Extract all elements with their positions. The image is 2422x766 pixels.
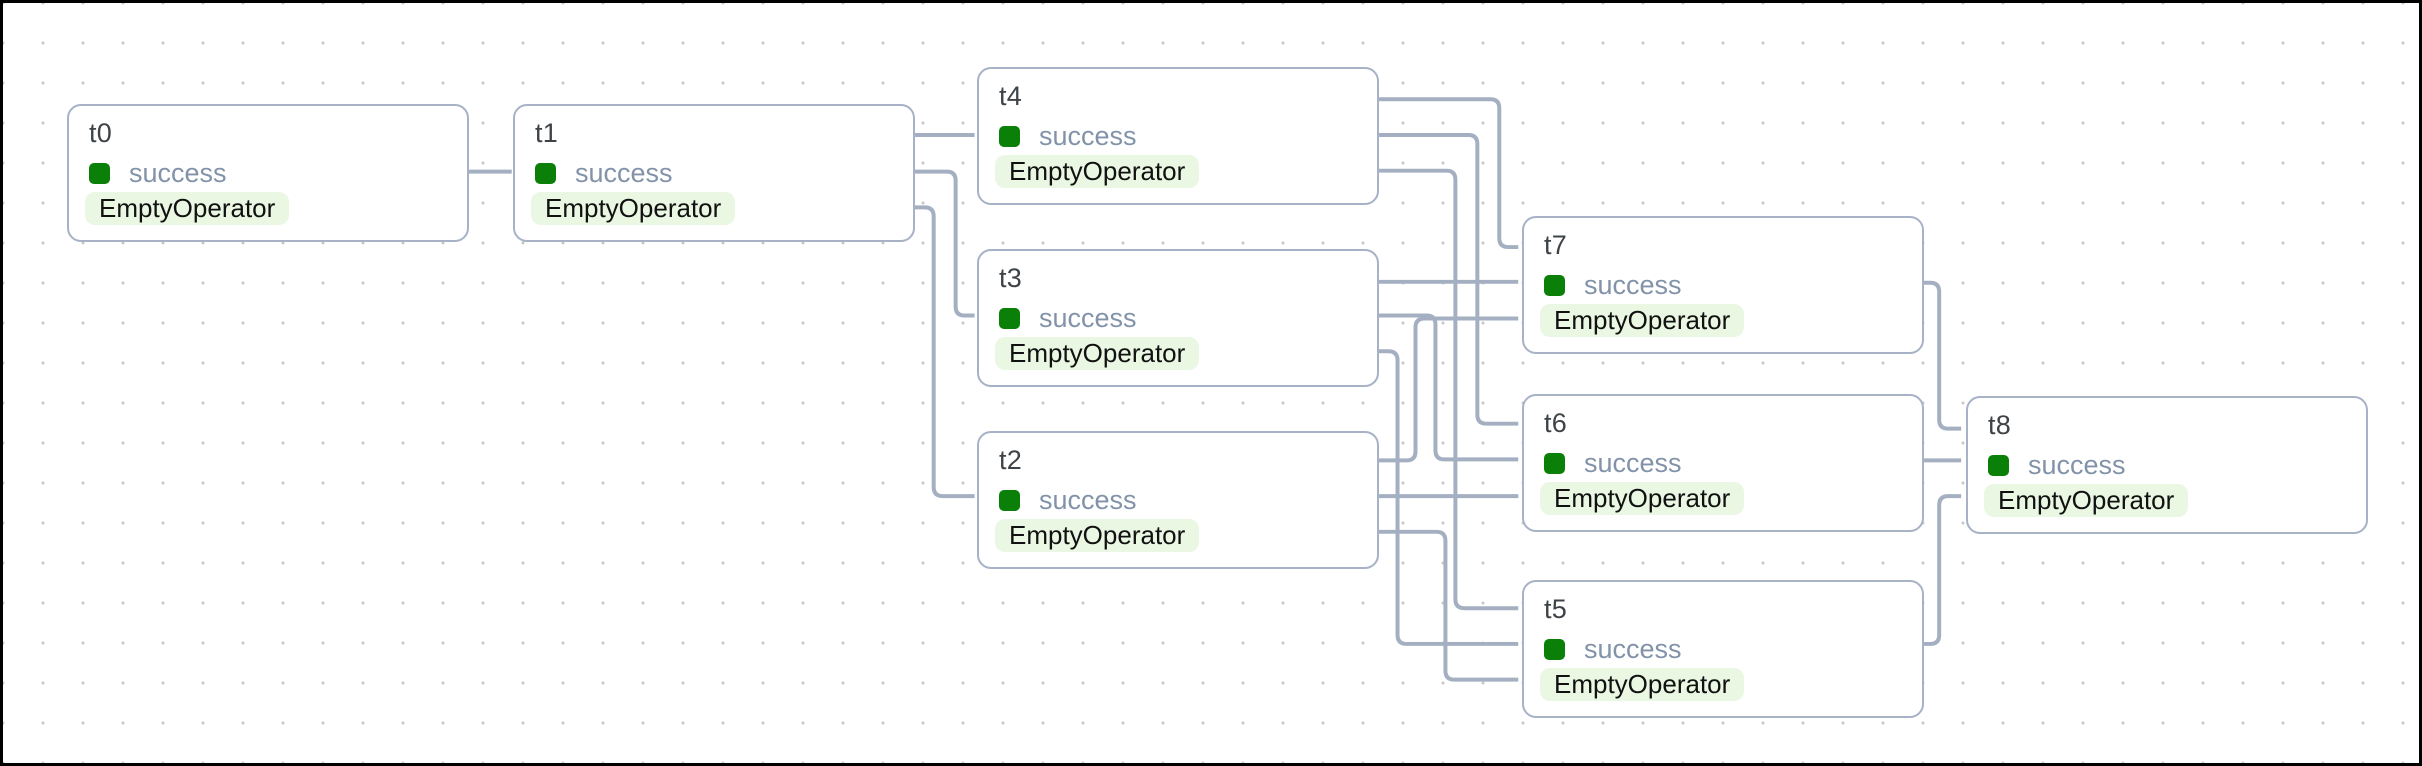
edge-t1-t3 (912, 169, 975, 318)
task-node-t0[interactable]: t0 success EmptyOperator (67, 104, 469, 242)
task-state: success (1544, 269, 1682, 300)
task-state-label: success (1039, 120, 1137, 151)
task-state-label: success (1039, 484, 1137, 515)
task-state: success (999, 120, 1137, 151)
task-state: success (999, 302, 1137, 333)
success-status-icon (999, 125, 1020, 147)
task-title: t5 (1544, 594, 1567, 624)
edge-t7-t8 (1918, 280, 1962, 431)
task-state-label: success (1584, 269, 1682, 300)
operator-badge: EmptyOperator (1540, 304, 1745, 337)
operator-badge: EmptyOperator (531, 192, 736, 225)
edge-t5-t8 (1918, 494, 1962, 646)
edge-t2-t7 (1375, 316, 1519, 463)
edge-t4-t7 (1375, 97, 1519, 250)
task-title: t4 (999, 81, 1022, 111)
edge-t1-t2 (912, 205, 975, 499)
edge-t2-t5 (1375, 529, 1519, 682)
task-title: t6 (1544, 408, 1567, 438)
success-status-icon (999, 489, 1020, 511)
operator-badge: EmptyOperator (1984, 484, 2189, 517)
success-status-icon (1988, 454, 2009, 476)
task-node-t1[interactable]: t1 success EmptyOperator (513, 104, 915, 242)
task-title: t7 (1544, 230, 1567, 260)
task-node-t6[interactable]: t6 success EmptyOperator (1522, 394, 1924, 532)
success-status-icon (999, 307, 1020, 329)
operator-badge: EmptyOperator (995, 519, 1200, 552)
task-state: success (535, 157, 673, 188)
task-node-t2[interactable]: t2 success EmptyOperator (977, 431, 1379, 569)
task-title: t8 (1988, 410, 2011, 440)
task-node-t7[interactable]: t7 success EmptyOperator (1522, 216, 1924, 354)
operator-badge: EmptyOperator (85, 192, 290, 225)
task-node-t4[interactable]: t4 success EmptyOperator (977, 67, 1379, 205)
task-state-label: success (575, 157, 673, 188)
operator-badge: EmptyOperator (995, 337, 1200, 370)
task-state: success (1544, 633, 1682, 664)
success-status-icon (1544, 274, 1565, 296)
task-state-label: success (1039, 302, 1137, 333)
operator-badge: EmptyOperator (1540, 668, 1745, 701)
success-status-icon (1544, 452, 1565, 474)
task-node-t3[interactable]: t3 success EmptyOperator (977, 249, 1379, 387)
task-state-label: success (129, 157, 227, 188)
task-state-label: success (1584, 447, 1682, 478)
task-state-label: success (1584, 633, 1682, 664)
task-state: success (89, 157, 227, 188)
task-title: t0 (89, 118, 112, 148)
task-node-t8[interactable]: t8 success EmptyOperator (1966, 396, 2368, 534)
edge-layer (467, 97, 1962, 682)
operator-badge: EmptyOperator (1540, 482, 1745, 515)
success-status-icon (535, 162, 556, 184)
task-title: t3 (999, 263, 1022, 293)
task-state: success (999, 484, 1137, 515)
success-status-icon (1544, 638, 1565, 660)
operator-badge: EmptyOperator (995, 155, 1200, 188)
edge-t3-t6 (1375, 313, 1519, 462)
task-title: t1 (535, 118, 558, 148)
task-state: success (1988, 449, 2126, 480)
success-status-icon (89, 162, 110, 184)
task-title: t2 (999, 445, 1022, 475)
edge-t4-t5 (1375, 168, 1519, 611)
edge-t4-t6 (1375, 132, 1519, 426)
task-node-t5[interactable]: t5 success EmptyOperator (1522, 580, 1924, 718)
task-state: success (1544, 447, 1682, 478)
task-state-label: success (2028, 449, 2126, 480)
